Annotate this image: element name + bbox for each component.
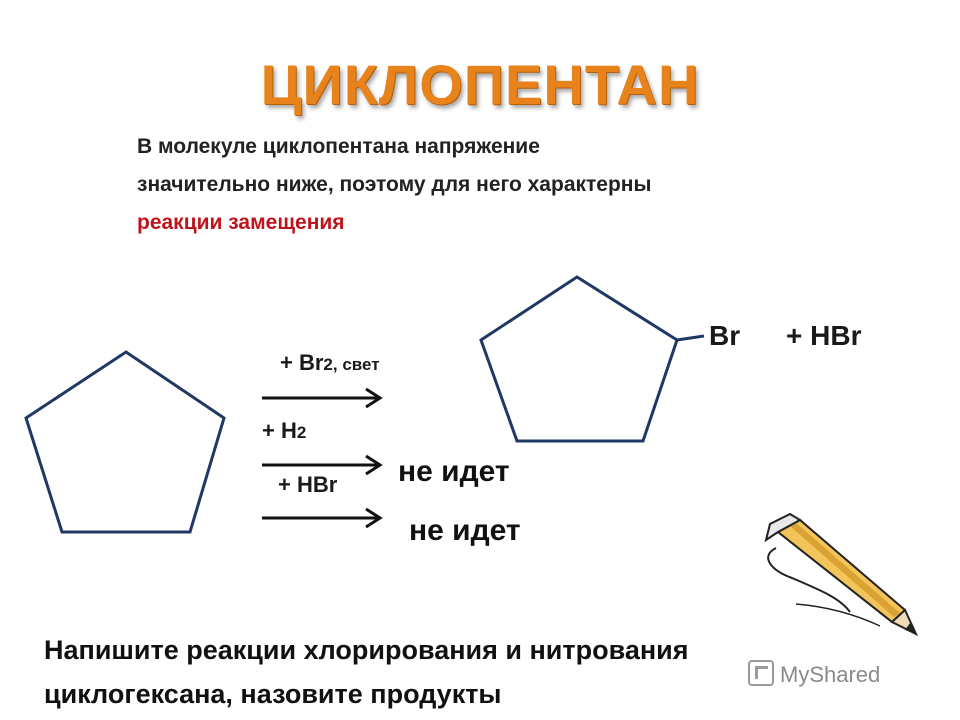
intro-line-1: В молекуле циклопентана напряжение bbox=[137, 135, 540, 158]
reagent-br2-condition: , свет bbox=[332, 355, 380, 374]
byproduct-hbr: + HBr bbox=[786, 320, 862, 351]
cyclopentane-ring-reactant bbox=[24, 350, 226, 534]
reagent-h2-formula: + H bbox=[262, 418, 297, 443]
no-reaction-label-1: не идет bbox=[398, 455, 510, 488]
task-line-1: Напишите реакции хлорирования и нитрован… bbox=[44, 635, 689, 665]
ring-to-br-bond bbox=[676, 334, 705, 342]
reagent-br2-light: + Br2, свет bbox=[280, 350, 380, 376]
reagent-br2-formula: + Br bbox=[280, 350, 324, 375]
reagent-hbr: + HBr bbox=[278, 472, 338, 497]
reaction-arrow-3 bbox=[262, 507, 383, 529]
pencil-icon bbox=[764, 512, 919, 637]
reaction-arrow-2 bbox=[262, 454, 383, 476]
reaction-arrow-1 bbox=[262, 387, 383, 409]
slide-title: ЦИКЛОПЕНТАН bbox=[260, 53, 700, 116]
reagent-h2-subscript: 2 bbox=[296, 423, 307, 442]
cyclopentane-ring-product bbox=[479, 275, 679, 443]
watermark: MyShared bbox=[748, 660, 880, 688]
task-text: Напишите реакции хлорирования и нитрован… bbox=[44, 628, 884, 716]
watermark-logo-icon bbox=[748, 660, 774, 686]
product-br-substituent: Br bbox=[709, 320, 741, 351]
intro-text: В молекуле циклопентана напряжение значи… bbox=[137, 128, 857, 242]
reagent-h2: + H2 bbox=[262, 418, 306, 444]
no-reaction-label-2: не идет bbox=[409, 514, 521, 547]
watermark-text: MyShared bbox=[780, 662, 881, 687]
task-line-2: циклогексана, назовите продукты bbox=[44, 679, 502, 709]
reagent-br2-subscript: 2 bbox=[323, 355, 333, 374]
intro-line-2: значительно ниже, поэтому для него харак… bbox=[137, 173, 652, 196]
intro-highlight: реакции замещения bbox=[137, 211, 345, 234]
